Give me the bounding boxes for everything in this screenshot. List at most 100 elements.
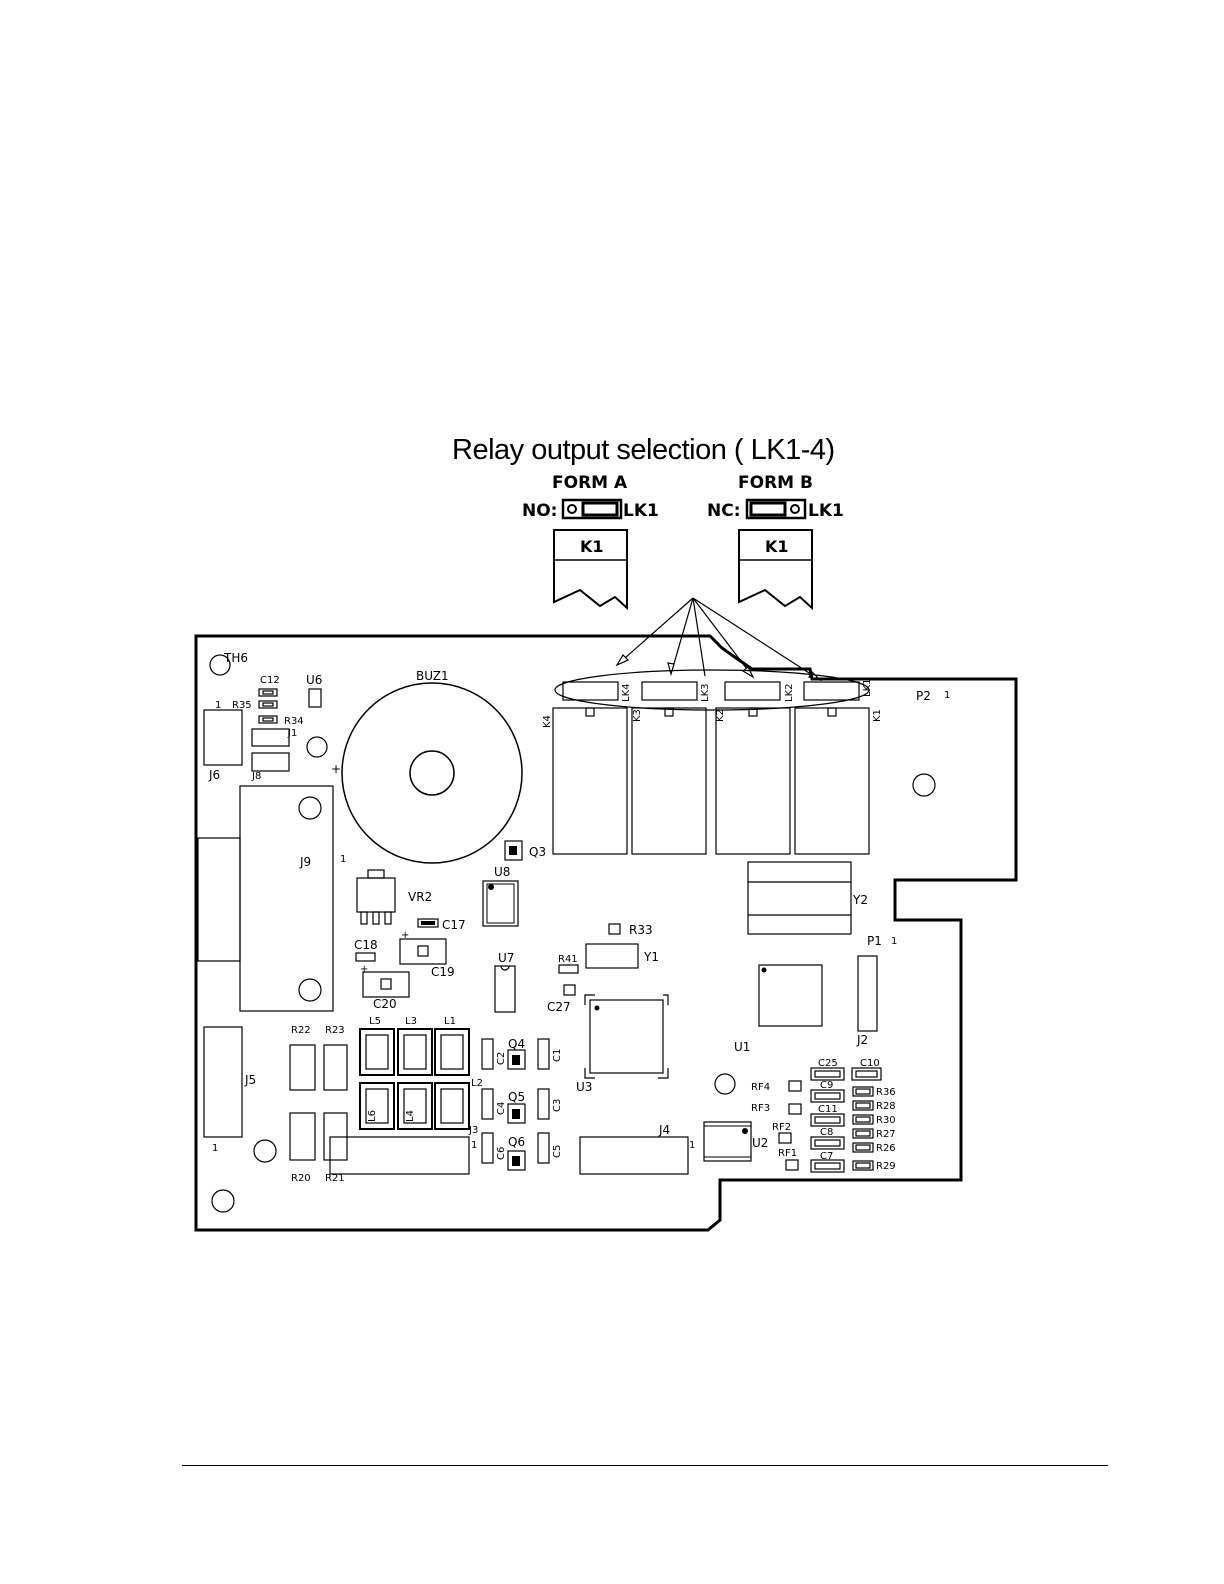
caps-transistors (481, 1038, 550, 1171)
form-b-open-pin (790, 504, 800, 514)
label-k4: K4 (542, 715, 553, 728)
y1-crystal (585, 943, 639, 969)
label-r41: R41 (558, 954, 578, 965)
label-lk1: LK1 (862, 679, 873, 698)
label-c10: C10 (860, 1058, 880, 1069)
u2-package (703, 1121, 752, 1162)
label-j1: J1 (287, 728, 297, 739)
label-r20: R20 (291, 1173, 311, 1184)
label-p1: P1 (867, 934, 882, 948)
label-c8: C8 (820, 1127, 833, 1138)
label-c11: C11 (818, 1104, 838, 1115)
j1-connector (251, 728, 290, 747)
form-a-detail: FORM A NO: LK1 K1 (522, 473, 659, 611)
j2-connector (857, 955, 878, 1032)
cap-array (810, 1067, 882, 1173)
label-y2: Y2 (852, 893, 868, 907)
label-c5: C5 (552, 1145, 563, 1158)
label-u7: U7 (498, 951, 514, 965)
y2-crystal (747, 861, 852, 935)
relay-link-headers (562, 681, 860, 701)
label-c7: C7 (820, 1151, 833, 1162)
label-u6: U6 (306, 673, 322, 687)
label-u2: U2 (752, 1136, 768, 1150)
label-vr2: VR2 (408, 890, 432, 904)
link-highlight-ellipse (554, 669, 870, 711)
form-a-relay-body (553, 529, 628, 611)
label-c27: C27 (547, 1000, 571, 1014)
label-c6: C6 (496, 1147, 507, 1160)
label-j5-pin1: 1 (212, 1143, 218, 1154)
label-q6: Q6 (508, 1135, 525, 1149)
rf-pads (778, 1080, 802, 1171)
label-u8: U8 (494, 865, 510, 879)
c20-package (362, 971, 410, 998)
label-l1: L1 (444, 1016, 456, 1027)
label-rf4: RF4 (751, 1082, 770, 1093)
label-r26: R26 (876, 1143, 896, 1154)
j5-connector (203, 1026, 243, 1138)
form-a-relay-label: K1 (580, 537, 604, 556)
label-r36: R36 (876, 1087, 896, 1098)
label-c4: C4 (496, 1102, 507, 1115)
footer-rule (182, 1465, 1108, 1466)
q3-package (504, 840, 523, 861)
label-j8: J8 (251, 771, 261, 782)
form-b-prefix: NC: (707, 501, 741, 521)
label-r27: R27 (876, 1129, 896, 1140)
label-r29: R29 (876, 1161, 896, 1172)
label-c9: C9 (820, 1080, 833, 1091)
label-l6: L6 (367, 1110, 378, 1122)
j4-connector (579, 1136, 689, 1175)
form-b-jumper-header (745, 498, 807, 520)
inductor-array (329, 1028, 470, 1175)
label-c18: C18 (354, 938, 378, 952)
c27-package (563, 984, 576, 996)
label-buz1: BUZ1 (416, 669, 449, 683)
label-pin1-left: 1 (215, 700, 221, 711)
label-l3: L3 (405, 1016, 417, 1027)
u3-package (589, 999, 664, 1074)
label-j4: J4 (658, 1123, 670, 1137)
pcb-outline (194, 634, 1018, 1232)
c19-package (399, 938, 447, 965)
label-buzzer-plus: + (331, 762, 341, 776)
mounting-holes (209, 654, 936, 1213)
u1-package (758, 964, 823, 1027)
label-c25: C25 (818, 1058, 838, 1069)
label-q3: Q3 (529, 845, 546, 859)
label-j5: J5 (244, 1073, 256, 1087)
c18-package (355, 952, 376, 962)
form-b-link-label: LK1 (808, 501, 844, 521)
label-j3-pin1: 1 (471, 1140, 477, 1151)
form-b-relay-body (738, 529, 813, 611)
label-rf2: RF2 (772, 1122, 791, 1133)
form-b-detail: FORM B NC: LK1 K1 (707, 473, 844, 611)
label-lk4: LK4 (621, 684, 632, 703)
label-c2: C2 (496, 1052, 507, 1065)
form-b-heading: FORM B (738, 473, 813, 493)
form-a-heading: FORM A (552, 473, 628, 493)
label-r35: R35 (232, 700, 252, 711)
label-u3: U3 (576, 1080, 592, 1094)
c17-package (417, 918, 439, 928)
label-rf1: RF1 (778, 1148, 797, 1159)
label-c1: C1 (552, 1049, 563, 1062)
label-r22: R22 (291, 1025, 311, 1036)
buzzer-body (341, 682, 523, 864)
u8-package (482, 880, 519, 927)
u7-package (494, 965, 516, 1013)
relay-link-labels: LK4 LK3 LK2 LK1 (621, 679, 873, 703)
label-l2: L2 (471, 1078, 483, 1089)
label-l5: L5 (369, 1016, 381, 1027)
label-k2: K2 (715, 709, 726, 722)
form-a-jumper-header (561, 498, 623, 520)
label-lk3: LK3 (700, 684, 711, 703)
label-c19: C19 (431, 965, 455, 979)
r41-package (558, 964, 579, 974)
label-r28: R28 (876, 1101, 896, 1112)
label-c20-plus: + (360, 964, 368, 975)
form-b-relay-label: K1 (765, 537, 789, 556)
label-q5: Q5 (508, 1090, 525, 1104)
label-c20: C20 (373, 997, 397, 1011)
